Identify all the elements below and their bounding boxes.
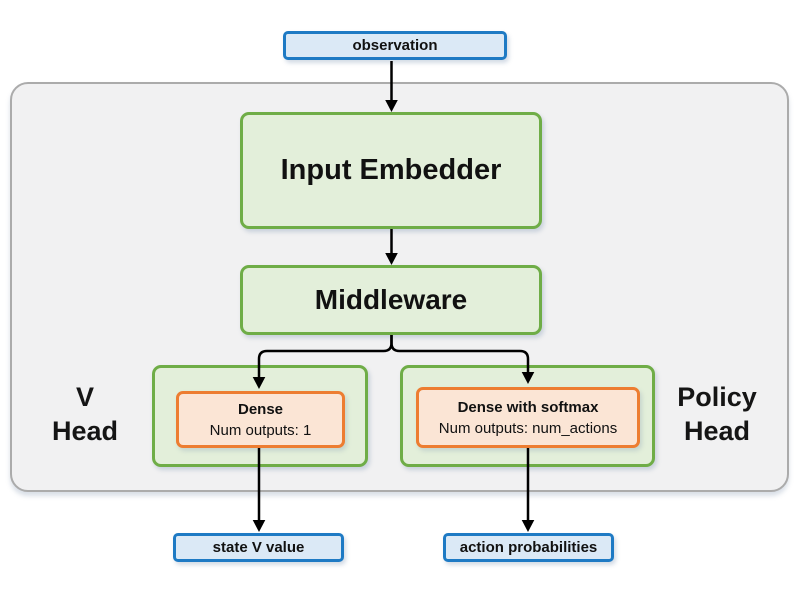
- observation-node: observation: [283, 31, 507, 60]
- policy-head-dense-detail: Num outputs: num_actions: [438, 419, 618, 437]
- policy-head-dense-title: Dense with softmax: [457, 398, 599, 416]
- v-head-label-line1: V: [75, 382, 94, 412]
- input-embedder-node: Input Embedder: [240, 112, 542, 229]
- middleware-node: Middleware: [240, 265, 542, 335]
- policy-head-label: Policy Head: [653, 380, 781, 448]
- policy-head-label-line2: Head: [683, 416, 751, 446]
- policy-head-label-line1: Policy: [677, 382, 757, 412]
- v-head-dense-title: Dense: [237, 400, 284, 418]
- v-head-dense-node: Dense Num outputs: 1: [176, 391, 345, 448]
- action-probabilities-node: action probabilities: [443, 533, 614, 562]
- v-head-dense-detail: Num outputs: 1: [209, 421, 312, 439]
- v-head-label: V Head: [25, 380, 145, 448]
- v-head-label-line2: Head: [51, 416, 119, 446]
- state-v-value-node: state V value: [173, 533, 344, 562]
- policy-head-dense-node: Dense with softmax Num outputs: num_acti…: [416, 387, 640, 448]
